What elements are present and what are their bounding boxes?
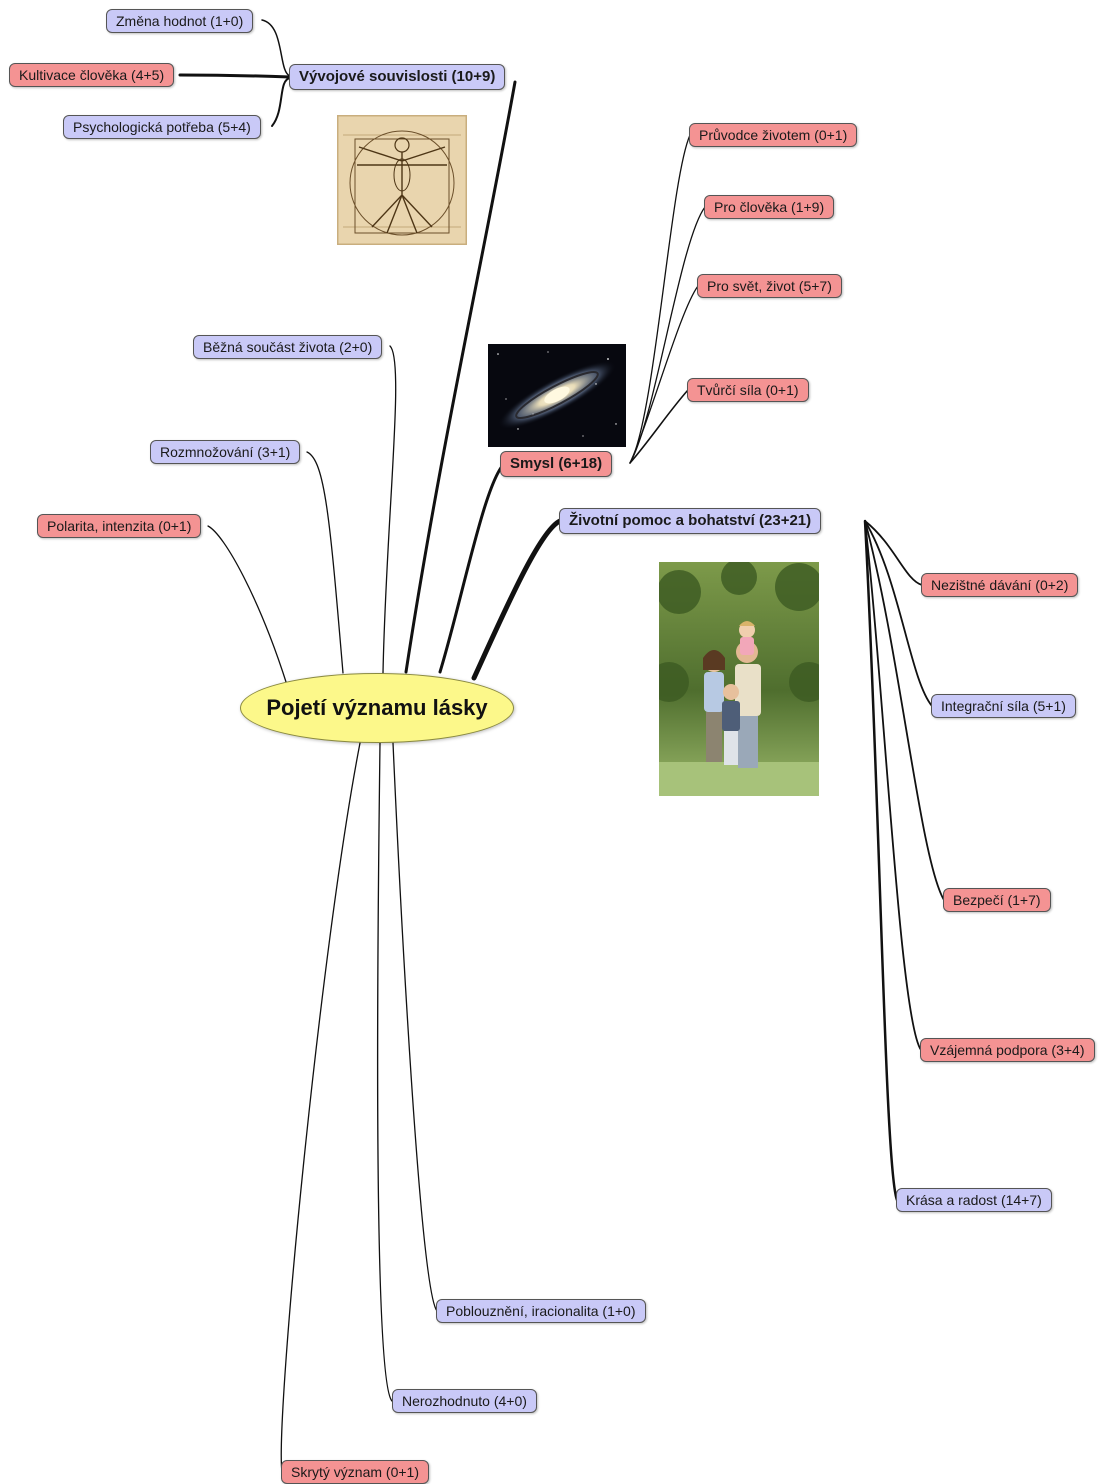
node-label: Integrační síla (5+1) [941,698,1066,714]
node-label: Pro svět, život (5+7) [707,278,832,294]
node-polarita-intenzita[interactable]: Polarita, intenzita (0+1) [37,514,202,538]
node-label: Bezpečí (1+7) [953,892,1041,908]
branch-vyvojove-souvislosti[interactable]: Vývojové souvislosti (10+9) [289,64,506,90]
node-label: Změna hodnot (1+0) [116,13,244,29]
node-label: Polarita, intenzita (0+1) [47,518,192,534]
node-label: Nezištné dávání (0+2) [931,577,1069,593]
family-image [659,562,819,796]
node-krasa-a-radost[interactable]: Krása a radost (14+7) [896,1188,1052,1212]
root-node[interactable]: Pojetí významu lásky [240,673,514,743]
vitruvian-man-image [337,115,467,245]
root-label: Pojetí významu lásky [266,695,488,720]
node-label: Skrytý význam (0+1) [291,1464,419,1480]
node-bezpeci[interactable]: Bezpečí (1+7) [943,888,1051,912]
node-label: Rozmnožování (3+1) [160,444,291,460]
node-pro-cloveka[interactable]: Pro člověka (1+9) [704,195,835,219]
node-label: Psychologická potřeba (5+4) [73,119,251,135]
node-label: Pro člověka (1+9) [714,199,825,215]
branch-label: Životní pomoc a bohatství (23+21) [569,512,812,529]
galaxy-image [488,344,626,447]
node-label: Nerozhodnuto (4+0) [402,1393,527,1409]
node-kultivace-cloveka[interactable]: Kultivace člověka (4+5) [9,63,175,87]
node-vzajemna-podpora[interactable]: Vzájemná podpora (3+4) [920,1038,1095,1062]
node-bezna-soucast-zivota[interactable]: Běžná součást života (2+0) [193,335,383,359]
node-label: Kultivace člověka (4+5) [19,67,165,83]
branch-zivotni-pomoc[interactable]: Životní pomoc a bohatství (23+21) [559,508,822,534]
node-pro-svet-zivot[interactable]: Pro svět, život (5+7) [697,274,842,298]
node-tvurci-sila[interactable]: Tvůrčí síla (0+1) [687,378,809,402]
node-label: Vzájemná podpora (3+4) [930,1042,1085,1058]
node-nezistne-davani[interactable]: Nezištné dávání (0+2) [921,573,1079,597]
node-pruvodce-zivotem[interactable]: Průvodce životem (0+1) [689,123,858,147]
node-zmena-hodnot[interactable]: Změna hodnot (1+0) [106,9,254,33]
node-label: Běžná součást života (2+0) [203,339,373,355]
node-skryty-vyznam[interactable]: Skrytý význam (0+1) [281,1460,429,1484]
node-nerozhodnuto[interactable]: Nerozhodnuto (4+0) [392,1389,537,1413]
node-poblouzneni-iracionalita[interactable]: Poblouznění, iracionalita (1+0) [436,1299,646,1323]
node-label: Poblouznění, iracionalita (1+0) [446,1303,636,1319]
node-label: Krása a radost (14+7) [906,1192,1042,1208]
branch-smysl[interactable]: Smysl (6+18) [500,451,613,477]
node-psychologicka-potreba[interactable]: Psychologická potřeba (5+4) [63,115,261,139]
node-label: Průvodce životem (0+1) [699,127,848,143]
node-label: Tvůrčí síla (0+1) [697,382,799,398]
node-integracni-sila[interactable]: Integrační síla (5+1) [931,694,1076,718]
node-rozmnozovani[interactable]: Rozmnožování (3+1) [150,440,301,464]
branch-label: Vývojové souvislosti (10+9) [299,68,496,85]
branch-label: Smysl (6+18) [510,455,603,472]
